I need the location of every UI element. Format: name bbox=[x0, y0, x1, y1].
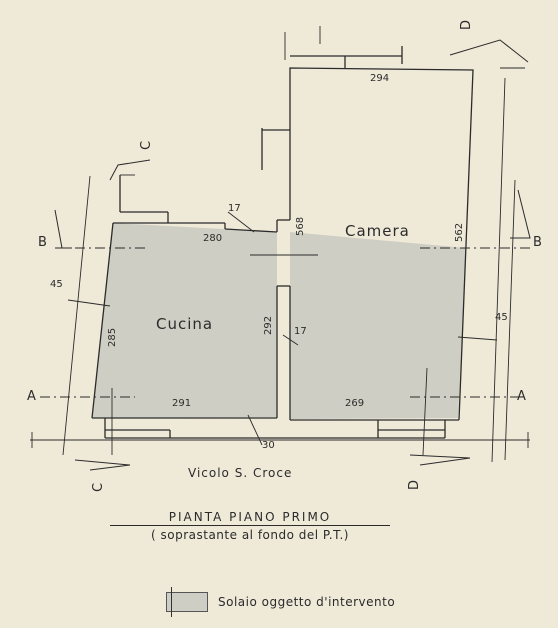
dim-17-mid: 17 bbox=[294, 326, 307, 337]
dim-292: 292 bbox=[263, 316, 274, 335]
street-label: Vicolo S. Croce bbox=[188, 466, 292, 480]
dim-285: 285 bbox=[107, 328, 118, 347]
section-d-bottom: D bbox=[407, 480, 422, 490]
plan-title-main: PIANTA PIANO PRIMO bbox=[110, 510, 390, 526]
camera-slab bbox=[290, 232, 466, 419]
section-c-bottom: C bbox=[91, 483, 106, 492]
room-label-camera: Camera bbox=[345, 222, 410, 240]
section-a-left: A bbox=[27, 389, 36, 404]
dim-294: 294 bbox=[370, 73, 389, 84]
dim-291: 291 bbox=[172, 398, 191, 409]
dim-562: 562 bbox=[454, 223, 465, 242]
cucina-slab bbox=[92, 223, 277, 418]
dim-30: 30 bbox=[262, 440, 275, 451]
room-label-cucina: Cucina bbox=[156, 315, 213, 333]
legend-hatch-swatch bbox=[166, 587, 208, 617]
legend: Solaio oggetto d'intervento bbox=[166, 587, 396, 617]
walls bbox=[91, 46, 474, 439]
plan-title: PIANTA PIANO PRIMO ( soprastante al fond… bbox=[110, 510, 390, 542]
dimension-lines bbox=[30, 26, 530, 463]
dim-45-right: 45 bbox=[495, 312, 508, 323]
section-a-right: A bbox=[517, 389, 526, 404]
dim-45-left: 45 bbox=[50, 279, 63, 290]
section-c-top: C bbox=[139, 141, 154, 150]
dim-269: 269 bbox=[345, 398, 364, 409]
section-arrows bbox=[54, 39, 531, 471]
dim-280: 280 bbox=[203, 233, 222, 244]
section-d-top: D bbox=[459, 20, 474, 30]
legend-label: Solaio oggetto d'intervento bbox=[218, 595, 396, 609]
section-b-right: B bbox=[533, 235, 542, 250]
dim-568: 568 bbox=[295, 217, 306, 236]
dim-17-top: 17 bbox=[228, 203, 241, 214]
section-b-left: B bbox=[38, 235, 47, 250]
plan-title-sub: ( soprastante al fondo del P.T.) bbox=[151, 528, 349, 542]
